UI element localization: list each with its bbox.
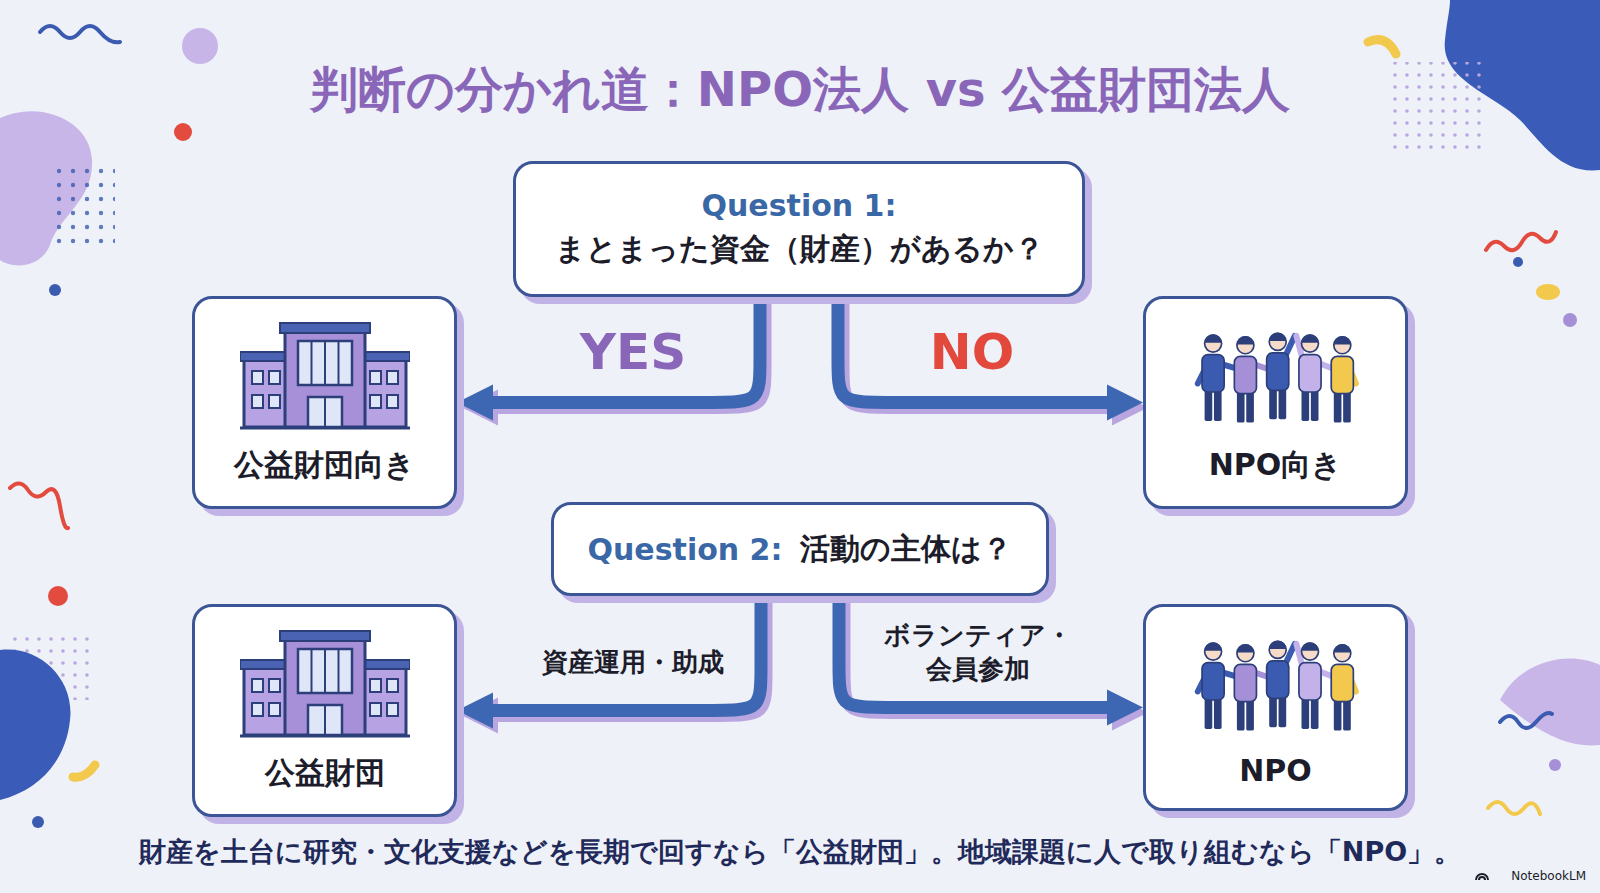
box-content: 公益財団向き [195,299,454,506]
box-content: NPO [1146,607,1405,808]
arc [73,765,95,777]
dot [1549,759,1561,771]
option-card: 公益財団向き [192,296,457,509]
box-text: 公益財団 [265,753,385,794]
dot-grid [55,165,115,250]
arc [1368,40,1396,54]
question-number: Question 1: [702,188,897,223]
people-icon [1191,319,1361,431]
box-text: 公益財団向き [234,445,415,486]
connector-shadow [482,601,766,716]
dot-grid [1392,62,1487,157]
box-text: NPO向き [1209,445,1343,486]
edge-label: ボランティア・ 会員参加 [873,619,1083,687]
squiggle [1500,713,1552,728]
box-text: 活動の主体は？ [800,529,1012,570]
box-text: まとまった資金（財産）があるか？ [555,229,1044,270]
blob [0,650,70,800]
option-card: NPO向き [1143,296,1408,509]
box-content: Question 1: まとまった資金（財産）があるか？ [516,164,1082,294]
building-icon [240,319,410,431]
option-card: 公益財団 [192,604,457,817]
dot [1563,313,1577,327]
question-number: Question 2: [588,532,783,567]
squiggle [1486,232,1556,250]
question-box: Question 2: 活動の主体は？ [551,502,1049,596]
branch-arrow [477,596,761,711]
option-card: NPO [1143,604,1408,811]
connector-shadow [844,601,1128,713]
box-content: NPO向き [1146,299,1405,506]
edge-label: NO [930,323,1014,381]
edge-label: YES [580,323,686,381]
box-content: 公益財団 [195,607,454,814]
building-icon [240,627,410,739]
caption: 財産を土台に研究・文化支援などを長期で回すなら「公益財団」。地域課題に人で取り組… [0,834,1600,870]
branch-arrow [477,297,760,403]
question-box: Question 1: まとまった資金（財産）があるか？ [513,161,1085,297]
squiggle [40,26,120,42]
watermark-logo [1476,874,1488,880]
dot [48,586,68,606]
dot [182,28,218,64]
dot [174,123,192,141]
branch-arrow [838,297,1123,403]
dot [1513,257,1523,267]
watermark: NotebookLM [1511,869,1586,883]
box-content: Question 2: 活動の主体は？ [554,505,1046,593]
connector-shadow [843,302,1128,408]
blob [1500,658,1600,745]
dot [1536,284,1560,300]
title: 判断の分かれ道：NPO法人 vs 公益財団法人 [0,58,1600,122]
branch-arrow [839,596,1123,708]
squiggle [10,483,68,528]
squiggle [1488,802,1540,814]
connector-shadow [482,302,765,408]
edge-label: 資産運用・助成 [528,646,738,680]
people-icon [1191,627,1361,739]
box-text: NPO [1239,753,1312,788]
dot [32,816,44,828]
dot [49,284,61,296]
